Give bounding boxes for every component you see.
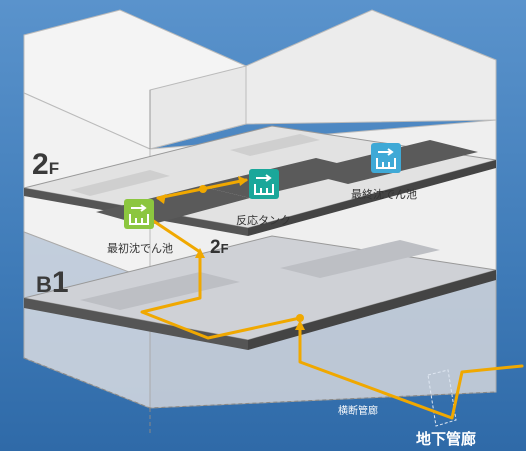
- flow-arrow-left: [156, 194, 166, 204]
- floor-2f-number: 2: [32, 148, 49, 181]
- flow-up-suffix: F: [220, 241, 229, 256]
- underground-pipe: [298, 328, 524, 420]
- flow-arrow-up-2: [195, 248, 205, 258]
- basin-icon: [376, 158, 396, 169]
- floor-b1-side-edge: [248, 270, 496, 350]
- underground-pipe-label: 地下管廊: [416, 430, 477, 448]
- b1-zone-2: [280, 240, 440, 278]
- floor-label-b1: B1: [36, 268, 69, 298]
- floor-b1-letter: B: [36, 272, 52, 297]
- floor-2f-suffix: F: [48, 159, 60, 178]
- arrow-right-icon: [256, 174, 272, 182]
- tank-final-marker: [371, 143, 401, 173]
- arrow-right-icon: [131, 204, 147, 212]
- pipe-node-2f: [199, 185, 207, 193]
- transverse-shaft-outline: [427, 369, 457, 427]
- tank-reaction-marker: [249, 169, 279, 199]
- ground-outline: [23, 357, 497, 436]
- settling-tank-icon: [124, 199, 154, 229]
- floor-2f-side-edge: [248, 160, 496, 236]
- floor-label-2f: 2F: [32, 150, 59, 180]
- flow-arrow-right: [238, 176, 248, 186]
- tank-first-marker: [124, 199, 154, 229]
- flow-up-number: 2: [210, 237, 221, 258]
- floor-b1-front-edge: [24, 298, 248, 350]
- final-settling-tank-icon: [371, 143, 401, 173]
- tank-final-label: 最終沈でん池: [351, 188, 417, 201]
- walkway-1: [70, 170, 170, 196]
- arrow-right-icon: [378, 148, 394, 156]
- tank-reaction-label: 反応タンク: [236, 214, 291, 227]
- tank-first-label: 最初沈でん池: [107, 242, 173, 255]
- transverse-pipe-label: 横断管廊: [338, 406, 378, 417]
- basin-icon: [129, 214, 149, 225]
- reaction-tank-icon: [249, 169, 279, 199]
- flow-arrow-up-1: [295, 320, 305, 330]
- flow-pipes: [138, 176, 524, 420]
- b1-pipe: [140, 250, 302, 340]
- walkway-2: [230, 134, 320, 156]
- floor-b1: [23, 235, 497, 350]
- flow-up-label: 2F: [210, 238, 229, 257]
- pipe-node-b1: [296, 314, 304, 322]
- floor-b1-number: 1: [51, 266, 69, 299]
- basin-icon: [254, 184, 274, 195]
